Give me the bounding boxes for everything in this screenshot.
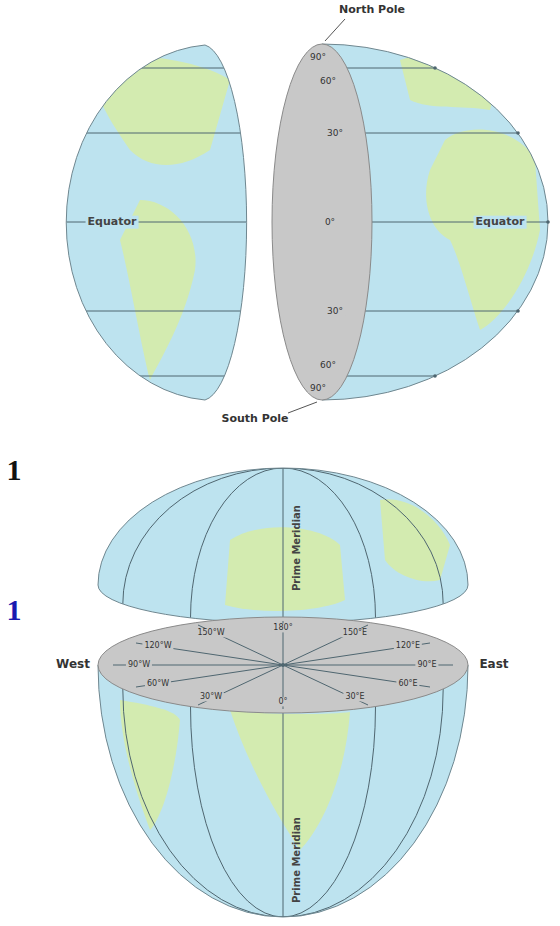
longitude-label: 90°W [126, 660, 152, 669]
right-hemisphere-piece [272, 44, 560, 400]
latitude-label: 0° [323, 217, 337, 227]
longitude-label: 120°E [394, 641, 422, 650]
equator-label: Equator [474, 216, 527, 229]
longitude-label: 150°W [195, 628, 226, 637]
direction-label: East [477, 658, 510, 672]
direction-label: West [54, 658, 92, 672]
northern-dome [98, 468, 468, 623]
prime-meridian-label: Prime Meridian [291, 503, 303, 593]
longitude-label: 30°W [198, 692, 224, 701]
longitude-label: 0° [276, 697, 289, 706]
longitude-label: 150°E [341, 628, 369, 637]
longitude-label: 60°W [145, 679, 171, 688]
pole-label: South Pole [219, 413, 290, 426]
longitude-label: 180° [271, 623, 294, 632]
page-number-fragment: 1 [5, 593, 24, 628]
southern-hemisphere [98, 617, 468, 917]
longitude-label: 90°E [415, 660, 438, 669]
left-hemisphere-piece [50, 45, 260, 400]
leader-lines [288, 19, 345, 413]
longitude-label: 120°W [142, 641, 173, 650]
latitude-label: 30° [325, 306, 345, 316]
latitude-label: 30° [325, 128, 345, 138]
latitude-label: 90° [308, 52, 328, 62]
latitude-label: 60° [318, 360, 338, 370]
latitude-label: 60° [318, 76, 338, 86]
equator-label: Equator [86, 216, 139, 229]
longitude-label: 30°E [343, 692, 366, 701]
latitude-label: 90° [308, 383, 328, 393]
longitude-label: 60°E [396, 679, 419, 688]
page-number-fragment: 1 [5, 453, 24, 488]
prime-meridian-label: Prime Meridian [291, 815, 303, 905]
pole-label: North Pole [337, 4, 407, 17]
